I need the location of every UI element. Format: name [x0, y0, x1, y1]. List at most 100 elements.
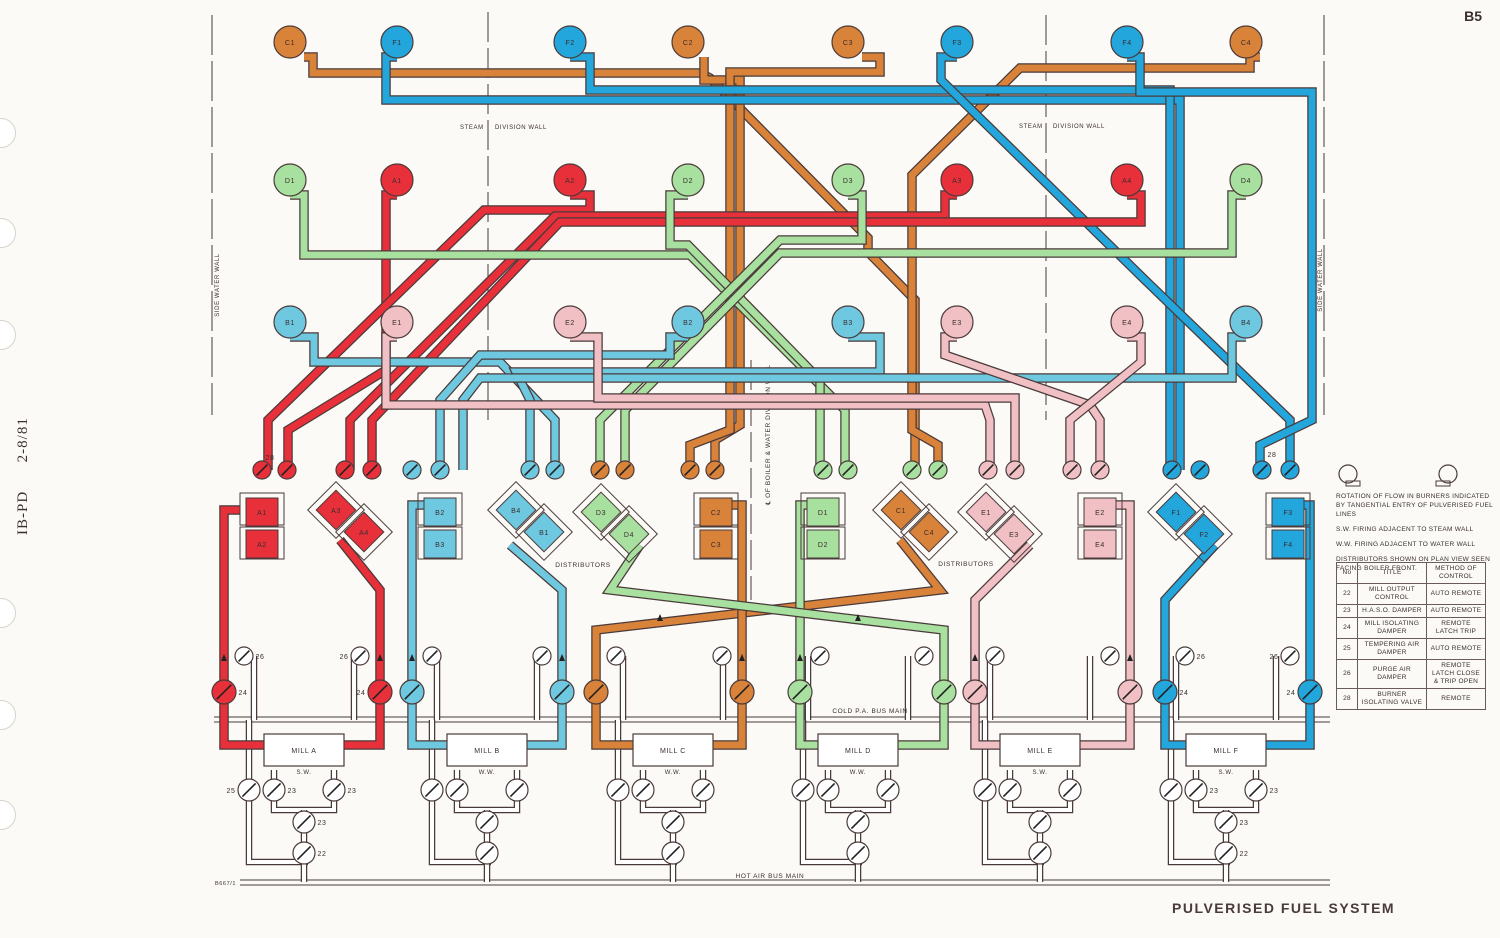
side-water-wall-label: SIDE WATER WALL	[215, 253, 221, 317]
burner-D1	[273, 163, 307, 197]
haso-damper-disc	[820, 782, 836, 798]
tempering-air-damper-disc	[1163, 782, 1179, 798]
burner-isolating-valve-disc	[1094, 464, 1106, 476]
mill-isolating-damper-disc	[404, 684, 420, 700]
fuel-line-D3	[596, 191, 866, 470]
mill-E	[999, 733, 1081, 767]
steam-wall-label: DIVISION WALL	[1053, 124, 1105, 130]
distributor-frame	[600, 505, 658, 563]
valve-number: 23	[318, 820, 327, 827]
distributors-label: DISTRIBUTORS	[938, 561, 994, 568]
burner-B2	[671, 305, 705, 339]
mill-output-control-disc	[1032, 845, 1048, 861]
air-line	[1169, 720, 1230, 864]
burner-isolating-valve-disc	[1166, 464, 1178, 476]
burner-isolating-valve-disc	[619, 464, 631, 476]
burner-D3	[831, 163, 865, 197]
page-number: B5	[1464, 8, 1482, 24]
haso-damper-disc	[449, 782, 465, 798]
flow-arrow-icon	[377, 654, 383, 661]
burner-isolating-valve-disc	[281, 464, 293, 476]
burner-isolating-valve-disc	[524, 464, 536, 476]
valve-number: 22	[318, 851, 327, 858]
flow-arrow-icon	[1127, 654, 1133, 661]
distributor-box	[1155, 491, 1197, 533]
rotation-symbols	[1338, 464, 1458, 487]
distributor-box	[806, 529, 840, 559]
distributor-label: C3	[711, 542, 721, 549]
burner-label: F2	[565, 40, 574, 47]
mill-label: MILL F	[1213, 748, 1238, 755]
purge-air-damper-disc	[918, 650, 930, 662]
burner-A1	[380, 163, 414, 197]
burner-C4	[1229, 25, 1263, 59]
mill-firing-label: S.W.	[296, 770, 311, 776]
col-no: No	[1336, 562, 1358, 584]
distributor-label: C1	[896, 508, 906, 515]
mill-isolating-damper-disc	[1122, 684, 1138, 700]
flow-arrow-icon	[739, 654, 745, 661]
burner-label: C3	[843, 40, 853, 47]
boiler-division-label: ℄ OF BOILER & WATER DIVISION WALL	[765, 364, 772, 506]
air-line	[430, 720, 491, 864]
fuel-line-D4-outline	[620, 190, 1246, 470]
tangential-entry-icon	[1435, 480, 1451, 487]
distributor-box	[343, 511, 385, 553]
distributor-box	[1083, 529, 1117, 559]
sw-note: S.W. FIRING ADJACENT TO STEAM WALL	[1336, 526, 1474, 533]
steam-wall-label: STEAM	[1019, 124, 1043, 130]
burner-isolating-valve-disc	[594, 464, 606, 476]
steam-wall-label: DIVISION WALL	[495, 125, 547, 131]
flow-arrow-icon	[855, 614, 861, 621]
valve-number: 23	[348, 788, 357, 795]
burner-D2	[671, 163, 705, 197]
flow-arrow-icon	[221, 654, 227, 661]
burner-F1	[380, 25, 414, 59]
rotation-ccw-icon	[1338, 464, 1358, 484]
hot-bus-label: HOT AIR BUS MAIN	[736, 873, 805, 880]
distributor-frame	[239, 526, 285, 560]
distributor-frame	[800, 526, 846, 560]
burner-isolating-valve-disc	[339, 464, 351, 476]
mill-isolating-damper-disc	[588, 684, 604, 700]
distributor-box	[315, 489, 357, 531]
distributor-box	[1183, 513, 1225, 555]
fuel-line-E1	[382, 333, 994, 470]
haso-damper-disc	[1248, 782, 1264, 798]
haso-damper-disc	[1062, 782, 1078, 798]
mill-output-C	[592, 537, 947, 749]
burner-label: F1	[392, 40, 401, 47]
drawing-reference: B667/1	[215, 881, 236, 887]
haso-damper-disc	[880, 782, 896, 798]
tempering-air-damper-disc	[977, 782, 993, 798]
mill-output-E	[1075, 501, 1134, 749]
valves: 2828242426262424262625232323222523232322	[211, 452, 1323, 865]
mill-isolating-damper-disc	[936, 684, 952, 700]
mill-A	[263, 733, 345, 767]
distributor-frame	[957, 483, 1015, 541]
col-title: TITLE	[1357, 562, 1427, 584]
burner-label: A3	[952, 178, 962, 185]
distributor-box	[806, 497, 840, 527]
cold-bus-label: COLD P.A. BUS MAIN	[832, 708, 907, 715]
burner-B3	[831, 305, 865, 339]
burner-label: B2	[683, 320, 693, 327]
distributor-label: E4	[1095, 542, 1105, 549]
distributor-label: C4	[924, 530, 934, 537]
burner-E2	[553, 305, 587, 339]
distributor-label: D4	[624, 532, 634, 539]
mill-isolating-damper-disc	[967, 684, 983, 700]
mill-output-control-disc	[479, 845, 495, 861]
purge-air-damper-disc	[1104, 650, 1116, 662]
mill-output-D	[603, 543, 948, 749]
fuel-line-A2	[264, 191, 594, 470]
distributor-box	[1271, 497, 1305, 527]
burner-isolating-valve-disc	[906, 464, 918, 476]
tempering-air-damper-disc	[241, 782, 257, 798]
